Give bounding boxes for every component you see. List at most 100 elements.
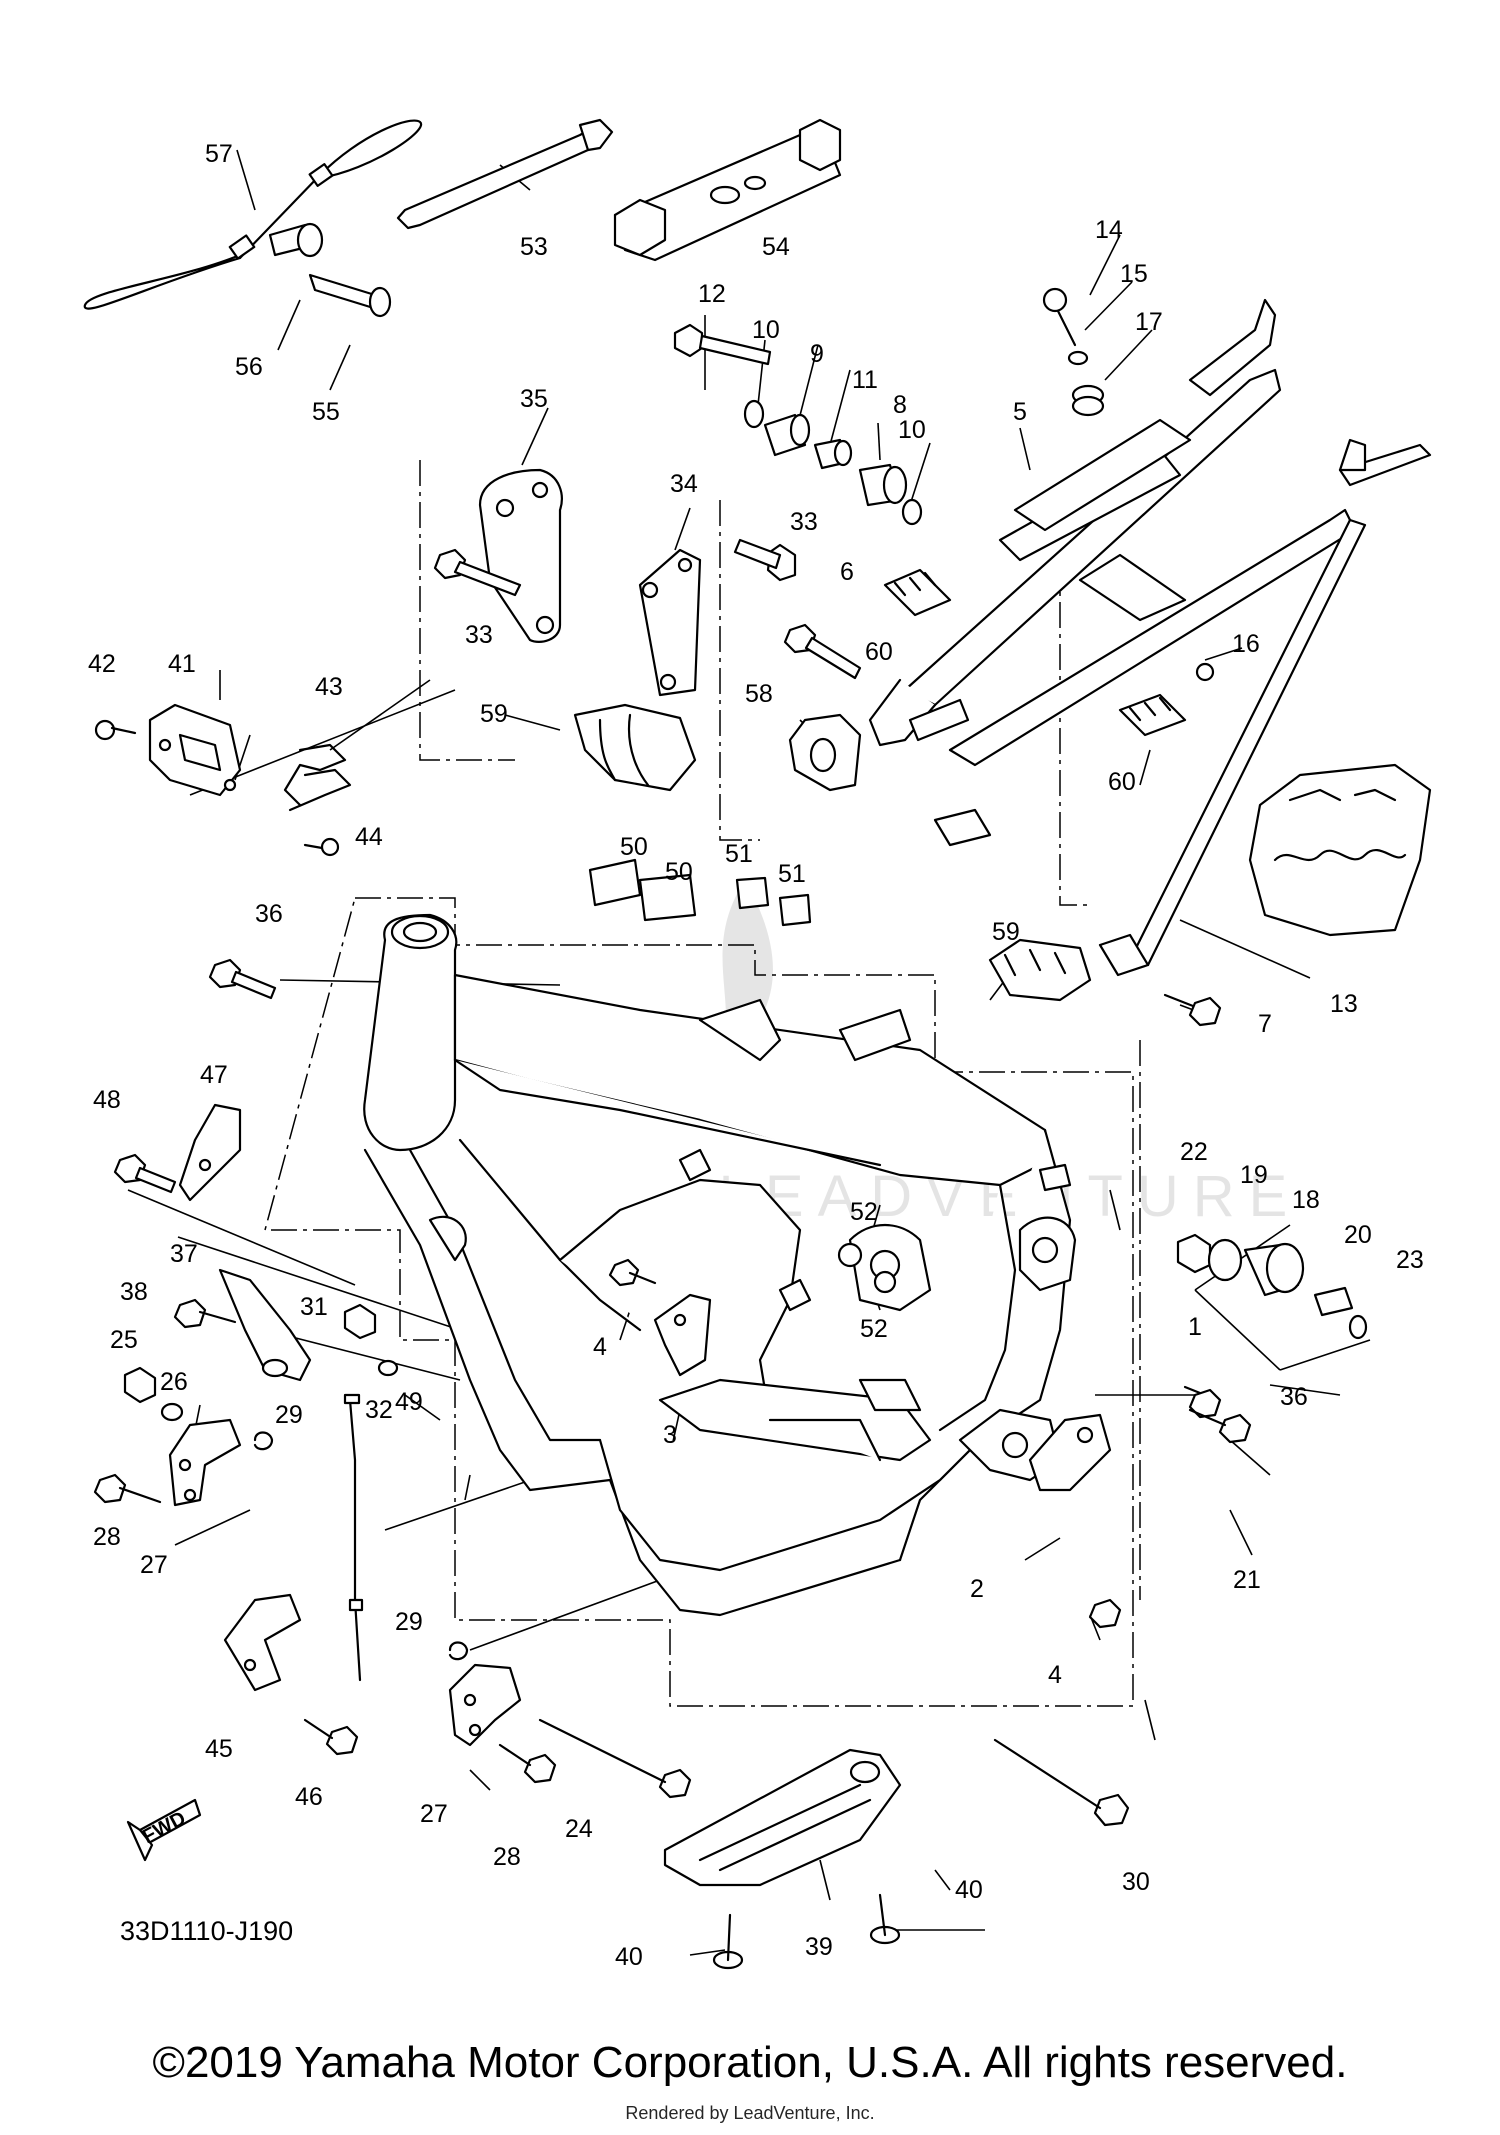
callout-54: 54 (762, 233, 790, 261)
callout-8: 8 (893, 391, 907, 419)
callout-4: 4 (1048, 1661, 1062, 1689)
diagram-code: 33D1110-J190 (120, 1916, 294, 1946)
nut-25 (123, 1366, 157, 1404)
callout-19: 19 (1240, 1161, 1268, 1189)
callout-40: 40 (955, 1876, 983, 1904)
screw-42 (94, 719, 137, 741)
bracket-27b (448, 1663, 522, 1747)
bolt-28a (93, 1473, 162, 1504)
bolt-38 (173, 1298, 237, 1329)
bolt-7 (1163, 993, 1222, 1027)
bolt-40b (712, 1913, 744, 1970)
rubber-block-59a (573, 703, 697, 792)
callout-1: 1 (1188, 1313, 1202, 1341)
bracket-35 (478, 468, 563, 643)
bracket-2 (1028, 1413, 1112, 1492)
bracket-27a (168, 1418, 242, 1507)
fwd-arrow-icon (126, 1798, 202, 1862)
callout-26: 26 (160, 1368, 188, 1396)
bracket-45 (223, 1593, 302, 1692)
bolt-28b (498, 1743, 557, 1784)
bolt-46 (303, 1718, 359, 1756)
clip-29b (448, 1641, 469, 1661)
pivot-hardware-right (1176, 1233, 1368, 1340)
callout-56: 56 (235, 353, 263, 381)
callout-10: 10 (752, 316, 780, 344)
pins-55-56 (268, 222, 392, 318)
nut-16 (1195, 662, 1215, 682)
callout-21: 21 (1233, 1566, 1261, 1594)
clip-58 (788, 713, 862, 792)
rendered-by-note: Rendered by LeadVenture, Inc. (625, 2103, 875, 2123)
washer-32 (377, 1359, 399, 1377)
callout-52: 52 (860, 1315, 888, 1343)
callout-10: 10 (898, 416, 926, 444)
callout-32: 32 (365, 1396, 393, 1424)
callout-58: 58 (745, 680, 773, 708)
callout-41: 41 (168, 650, 196, 678)
callout-27: 27 (140, 1551, 168, 1579)
callout-22: 22 (1180, 1138, 1208, 1166)
rear-subframe-5 (868, 298, 1432, 977)
callout-6: 6 (840, 558, 854, 586)
assembly-outlines (264, 460, 1141, 1707)
bolt-44 (303, 837, 340, 857)
callout-16: 16 (1232, 630, 1260, 658)
callout-14: 14 (1095, 216, 1123, 244)
main-frame-1 (363, 913, 1077, 1617)
callout-2: 2 (970, 1575, 984, 1603)
callout-52: 52 (850, 1198, 878, 1226)
nut-31 (343, 1303, 377, 1340)
spring-clip-43 (283, 743, 352, 812)
callout-18: 18 (1292, 1186, 1320, 1214)
callout-38: 38 (120, 1278, 148, 1306)
rubber-block-59b (988, 938, 1092, 1002)
callout-4: 4 (593, 1333, 607, 1361)
callout-60: 60 (865, 638, 893, 666)
copyright-notice: ©2019 Yamaha Motor Corporation, U.S.A. A… (152, 2038, 1348, 2087)
callout-59: 59 (480, 700, 508, 728)
callout-11: 11 (852, 366, 878, 394)
callout-39: 39 (805, 1933, 833, 1961)
fwd-label: FWD (139, 1807, 190, 1848)
rear-fender-guard-13 (1248, 763, 1432, 937)
wire-loop-57 (83, 119, 423, 310)
callout-25: 25 (110, 1326, 138, 1354)
callout-59: 59 (992, 918, 1020, 946)
cable-tie-49 (343, 1393, 364, 1682)
callout-40: 40 (615, 1943, 643, 1971)
callout-31: 31 (300, 1293, 328, 1321)
callout-24: 24 (565, 1815, 593, 1843)
callout-51: 51 (778, 860, 806, 888)
wrench-53 (396, 118, 614, 230)
callout-5: 5 (1013, 398, 1027, 426)
callout-29: 29 (395, 1608, 423, 1636)
screw-14 (1042, 287, 1077, 347)
callout-20: 20 (1344, 1221, 1372, 1249)
callout-23: 23 (1396, 1246, 1424, 1274)
callout-34: 34 (670, 470, 698, 498)
callout-44: 44 (355, 823, 383, 851)
plugs-52 (837, 1242, 897, 1294)
callout-27: 27 (420, 1800, 448, 1828)
bolt-48 (113, 1153, 177, 1194)
guard-37 (218, 1268, 312, 1382)
callout-35: 35 (520, 385, 548, 413)
callout-15: 15 (1120, 260, 1148, 288)
callout-55: 55 (312, 398, 340, 426)
callout-13: 13 (1330, 990, 1358, 1018)
callout-48: 48 (93, 1086, 121, 1114)
labels-50-51 (588, 858, 812, 927)
callout-50: 50 (620, 833, 648, 861)
skid-plate-39 (663, 1748, 902, 1887)
callout-7: 7 (1258, 1010, 1272, 1038)
callout-28: 28 (93, 1523, 121, 1551)
callout-49: 49 (395, 1388, 423, 1416)
bracket-3 (653, 1293, 712, 1377)
bolts-33 (433, 538, 797, 597)
callout-28: 28 (493, 1843, 521, 1871)
clip-29a (253, 1431, 274, 1451)
plate-41 (148, 703, 242, 797)
callout-51: 51 (725, 840, 753, 868)
